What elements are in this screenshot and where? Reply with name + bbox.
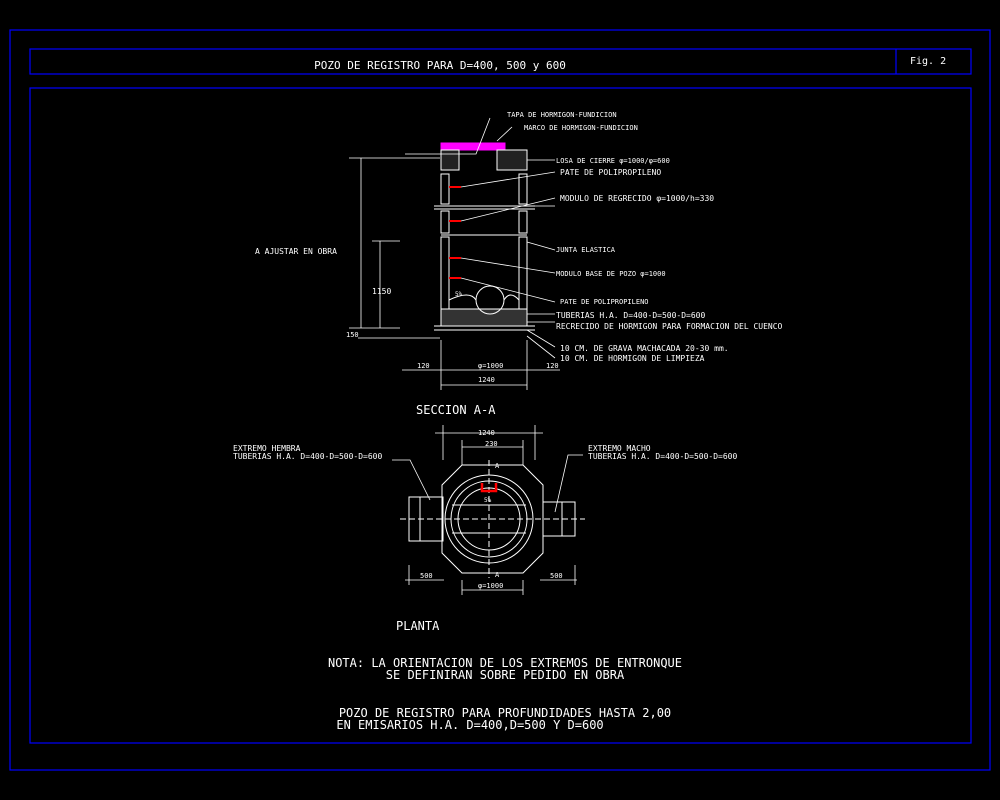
label-ajustar: A AJUSTAR EN OBRA <box>255 247 337 256</box>
label-hembra-2: TUBERIAS H.A. D=400-D=500-D=600 <box>233 452 382 461</box>
caption-line-2: EN EMISARIOS H.A. D=400,D=500 Y D=600 <box>336 718 603 732</box>
label-losa: LOSA DE CIERRE φ=1000/φ=600 <box>556 157 670 165</box>
label-junta: JUNTA ELASTICA <box>556 246 616 254</box>
label-slope: 5% <box>455 291 463 298</box>
label-tuberias: TUBERIAS H.A. D=400-D=500-D=600 <box>556 311 705 320</box>
label-pate-2: PATE DE POLIPROPILENO <box>560 298 649 306</box>
plan-view <box>400 460 585 578</box>
label-tapa: TAPA DE HORMIGON-FUNDICION <box>507 111 617 119</box>
plan-dim-1240: 1240 <box>478 429 495 437</box>
plan-title: PLANTA <box>396 619 440 633</box>
label-recrecido: RECRECIDO DE HORMIGON PARA FORMACION DEL… <box>556 322 783 331</box>
plan-dim-230: 230 <box>485 440 498 448</box>
dim-1150: 1150 <box>372 287 391 296</box>
label-modulo-regrecido: MODULO DE REGRECIDO φ=1000/h=330 <box>560 194 714 203</box>
plan-dimensions <box>392 425 583 595</box>
note-line-2: SE DEFINIRAN SOBRE PEDIDO EN OBRA <box>386 668 625 682</box>
step-irons <box>449 186 461 279</box>
label-marco: MARCO DE HORMIGON-FUNDICION <box>524 124 638 132</box>
drawing-title: POZO DE REGISTRO PARA D=400, 500 y 600 <box>314 59 566 72</box>
note-line-1: NOTA: LA ORIENTACION DE LOS EXTREMOS DE … <box>328 656 682 670</box>
section-title: SECCION A-A <box>416 403 496 417</box>
figure-number: Fig. 2 <box>910 56 946 67</box>
label-grava: 10 CM. DE GRAVA MACHACADA 20-30 mm. <box>560 344 729 353</box>
label-limpieza: 10 CM. DE HORMIGON DE LIMPIEZA <box>560 354 705 363</box>
caption-line-1: POZO DE REGISTRO PARA PROFUNDIDADES HAST… <box>339 706 671 720</box>
plan-slope: 5% <box>484 497 492 504</box>
label-macho-2: TUBERIAS H.A. D=400-D=500-D=600 <box>588 452 737 461</box>
drawing-frame <box>9 29 991 771</box>
plan-dim-500-left: 500 <box>420 572 433 580</box>
section-view <box>434 142 535 331</box>
plan-section-mark-bottom: A <box>495 571 500 579</box>
plan-section-mark-top: A <box>495 462 500 470</box>
plan-step-iron <box>480 483 498 493</box>
section-dimensions <box>349 117 560 390</box>
plan-dim-phi-1000: φ=1000 <box>478 582 503 590</box>
plan-dim-500-right: 500 <box>550 572 563 580</box>
manhole-cover <box>440 142 506 151</box>
dim-150: 150 <box>346 331 359 339</box>
label-hembra-1: EXTREMO HEMBRA <box>233 444 301 453</box>
label-pate-1: PATE DE POLIPROPILENO <box>560 168 661 177</box>
dim-1240: 1240 <box>478 376 495 384</box>
dim-120-left: 120 <box>417 362 430 370</box>
label-modulo-base: MODULO BASE DE POZO φ=1000 <box>556 270 666 278</box>
dim-120-right: 120 <box>546 362 559 370</box>
dim-phi-1000: φ=1000 <box>478 362 503 370</box>
label-macho-1: EXTREMO MACHO <box>588 444 651 453</box>
